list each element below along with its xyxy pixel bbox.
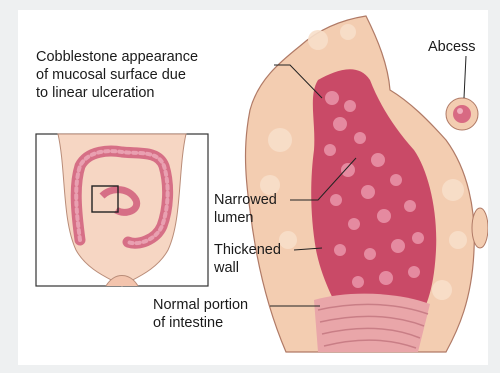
narrowed-lumen-label: Narrowed lumen <box>214 191 277 227</box>
normal-portion-label: Normal portion of intestine <box>153 296 248 332</box>
intestine-cross-section <box>246 16 489 352</box>
thickened-wall-label: Thickened wall <box>214 241 281 277</box>
crohns-disease-figure: Cobblestone appearance of mucosal surfac… <box>18 10 488 365</box>
cobblestone-label: Cobblestone appearance of mucosal surfac… <box>36 48 198 102</box>
abscess-label: Abcess <box>428 38 476 56</box>
torso-inset-icon <box>36 134 208 286</box>
